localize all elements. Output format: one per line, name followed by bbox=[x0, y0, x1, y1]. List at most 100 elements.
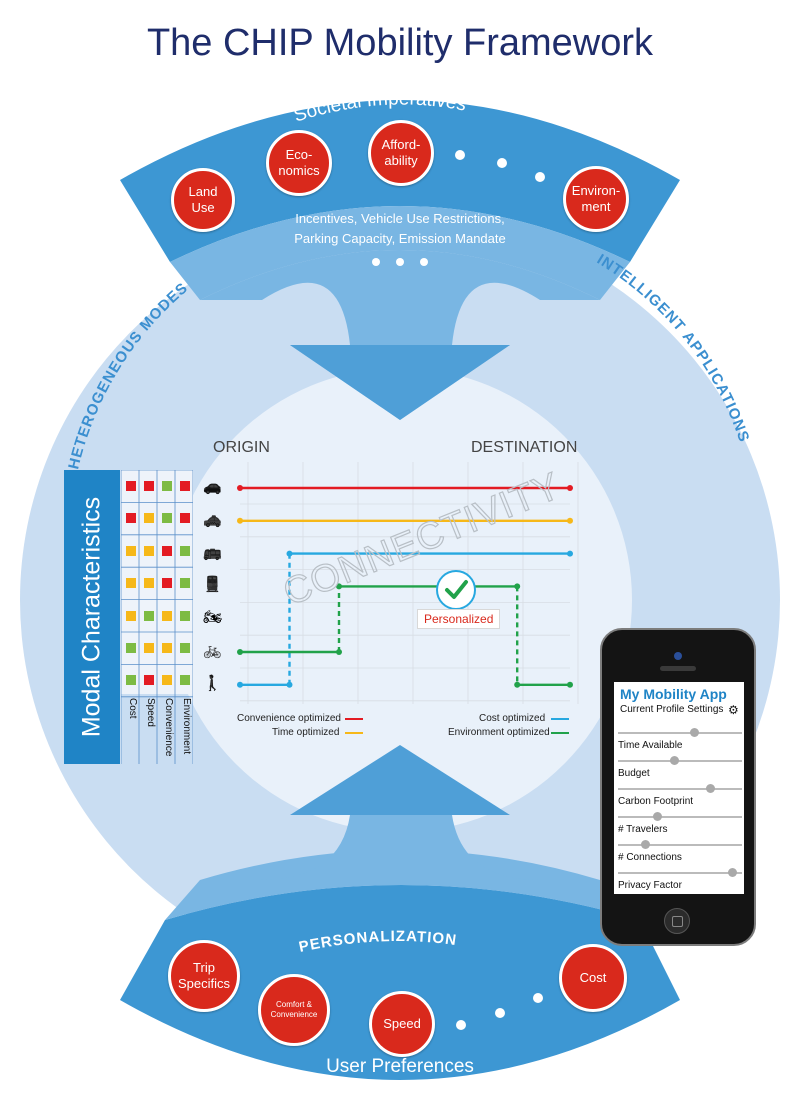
ellipsis-dot bbox=[455, 150, 465, 160]
modal-characteristics-label: Modal Characteristics bbox=[64, 470, 120, 764]
legend-convenience-label: Convenience optimized bbox=[237, 713, 341, 724]
gear-icon[interactable]: ⚙ bbox=[728, 703, 739, 717]
legend-time-label: Time optimized bbox=[272, 727, 340, 738]
comfort-convenience-badge: Comfort & Convenience bbox=[258, 974, 330, 1046]
rating-cell bbox=[180, 610, 190, 621]
phone-camera bbox=[674, 652, 682, 660]
setting-slider[interactable] bbox=[618, 868, 742, 877]
series-point-2 bbox=[286, 681, 293, 688]
rating-cell bbox=[126, 513, 136, 524]
pedestrian-icon: 🚶 bbox=[203, 674, 222, 692]
rating-cell bbox=[162, 578, 172, 589]
user-preferences-caption: User Preferences bbox=[326, 1056, 474, 1077]
column-header: Cost bbox=[127, 698, 138, 719]
rating-cell bbox=[126, 675, 136, 686]
column-header: Environment bbox=[181, 698, 192, 755]
series-point-3 bbox=[237, 649, 243, 655]
arrow-up-shaft bbox=[260, 815, 540, 880]
policy-line-1: Incentives, Vehicle Use Restrictions, bbox=[295, 211, 505, 226]
rating-cell bbox=[162, 481, 172, 491]
series-point-0 bbox=[567, 485, 573, 491]
train-icon: 🚆 bbox=[203, 576, 222, 594]
rating-cell bbox=[180, 578, 190, 589]
column-header: Speed bbox=[145, 698, 156, 727]
page-title: The CHIP Mobility Framework bbox=[146, 22, 654, 64]
ellipsis-dot bbox=[533, 993, 543, 1003]
setting-label: Time Available bbox=[618, 740, 683, 751]
profile-settings-label: Current Profile Settings bbox=[620, 704, 724, 715]
rating-cell bbox=[126, 481, 136, 491]
series-point-2 bbox=[237, 681, 243, 688]
slider-knob[interactable] bbox=[706, 784, 716, 793]
speed-badge: Speed bbox=[369, 991, 435, 1057]
land-use-badge: Land Use bbox=[171, 168, 235, 232]
trip-specifics-badge: Trip Specifics bbox=[168, 940, 240, 1012]
rating-cell bbox=[126, 610, 136, 621]
series-point-1 bbox=[237, 517, 243, 524]
ellipsis-dot bbox=[396, 258, 404, 266]
slider-knob[interactable] bbox=[652, 812, 662, 821]
legend-cost-swatch bbox=[551, 718, 569, 720]
setting-slider[interactable] bbox=[618, 756, 742, 765]
legend-environment-label: Environment optimized bbox=[448, 727, 550, 738]
slider-knob[interactable] bbox=[728, 868, 738, 877]
rating-cell bbox=[144, 643, 154, 653]
setting-label: Carbon Footprint bbox=[618, 796, 694, 807]
series-point-3 bbox=[567, 681, 573, 688]
rating-cell bbox=[144, 675, 154, 686]
rating-cell bbox=[180, 675, 190, 686]
economics-badge: Eco-nomics bbox=[266, 130, 332, 196]
setting-slider[interactable] bbox=[618, 812, 742, 821]
ellipsis-dot bbox=[456, 1020, 466, 1030]
slider-knob[interactable] bbox=[641, 840, 651, 849]
setting-slider[interactable] bbox=[618, 784, 742, 793]
setting-slider[interactable] bbox=[618, 728, 742, 737]
ellipsis-dot bbox=[420, 258, 428, 266]
rating-cell bbox=[126, 643, 136, 653]
series-point-2 bbox=[286, 550, 293, 557]
policy-line-2: Parking Capacity, Emission Mandate bbox=[294, 231, 506, 246]
home-square-icon bbox=[672, 916, 683, 927]
rating-cell bbox=[162, 513, 172, 524]
rating-cell bbox=[126, 545, 136, 556]
home-button[interactable] bbox=[664, 908, 690, 934]
rating-cell bbox=[144, 513, 154, 524]
checkmark-icon bbox=[436, 570, 476, 610]
inner-core bbox=[168, 368, 632, 832]
setting-slider[interactable] bbox=[618, 840, 742, 849]
series-point-1 bbox=[567, 517, 573, 524]
ellipsis-dot bbox=[497, 158, 507, 168]
arrow-down-head bbox=[290, 345, 510, 420]
slider-knob[interactable] bbox=[689, 728, 699, 737]
rating-cell bbox=[180, 643, 190, 653]
rating-cell bbox=[144, 578, 154, 589]
ellipsis-dot bbox=[372, 258, 380, 266]
app-title: My Mobility App bbox=[620, 686, 727, 702]
ratings-grid-lines bbox=[121, 470, 193, 764]
bottom-band-inner bbox=[165, 850, 640, 920]
taxi-icon: 🚕 bbox=[203, 510, 222, 528]
affordability-badge: Afford-ability bbox=[368, 120, 434, 186]
mode-chart bbox=[237, 462, 579, 704]
series-point-3 bbox=[336, 649, 342, 655]
arrow-up-head bbox=[290, 745, 510, 815]
setting-label: # Connections bbox=[618, 852, 682, 863]
series-point-2 bbox=[567, 550, 573, 557]
bicycle-icon: 🚲 bbox=[203, 642, 222, 659]
arrow-down bbox=[200, 250, 600, 420]
series-point-0 bbox=[237, 485, 243, 491]
mobility-app-phone: My Mobility App Current Profile Settings… bbox=[600, 628, 756, 946]
rating-cell bbox=[144, 545, 154, 556]
environment-badge: Environ-ment bbox=[563, 166, 629, 232]
phone-screen: My Mobility App Current Profile Settings… bbox=[614, 682, 744, 894]
rating-cell bbox=[180, 481, 190, 491]
slider-knob[interactable] bbox=[670, 756, 680, 765]
motorcycle-icon: 🏍 bbox=[203, 609, 223, 627]
top-band-inner bbox=[170, 206, 630, 300]
personalized-badge: Personalized bbox=[417, 609, 501, 629]
phone-speaker bbox=[660, 666, 696, 671]
rating-cell bbox=[144, 481, 154, 491]
